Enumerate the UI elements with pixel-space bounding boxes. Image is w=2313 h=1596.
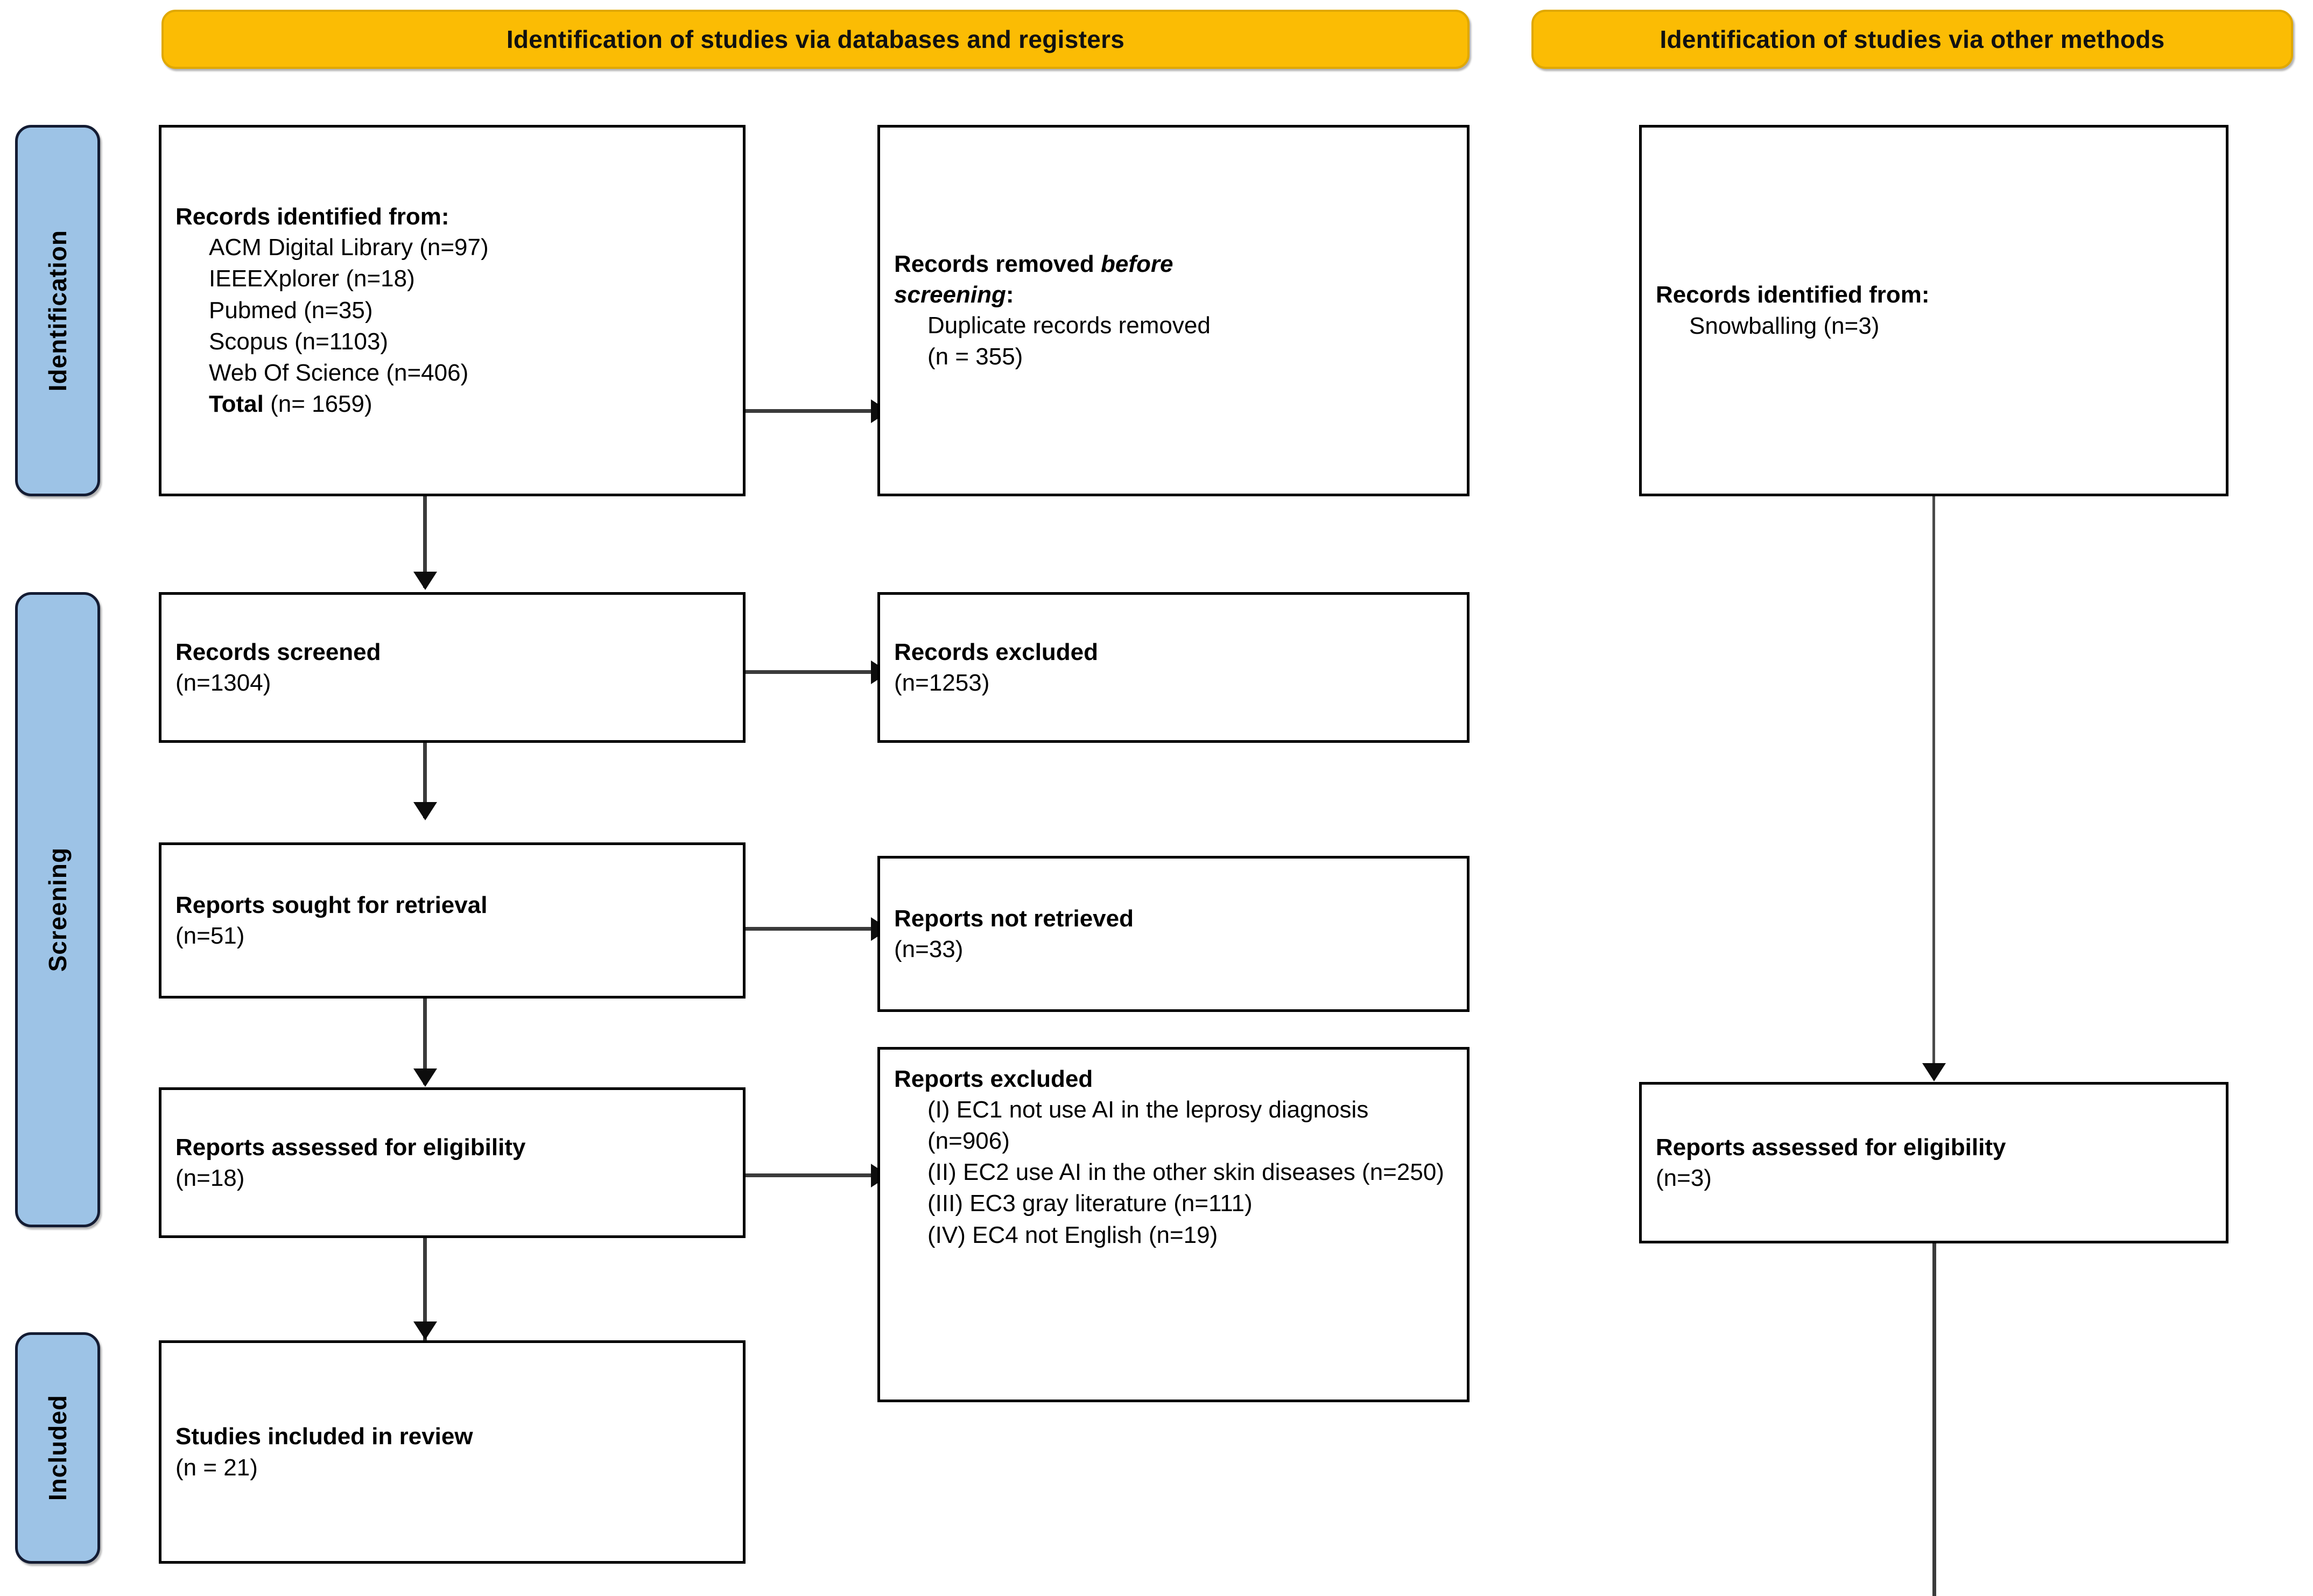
phase-header-databases-label: Identification of studies via databases … — [506, 25, 1125, 53]
exclusion-reason: (IV) EC4 not English (n=19) — [927, 1221, 1218, 1248]
connector-screened-to-sought — [423, 743, 427, 818]
reports-excluded-title: Reports excluded — [894, 1066, 1093, 1092]
source-item: IEEEXplorer (n=18) — [209, 265, 415, 292]
box-records-excluded: Records excluded (n=1253) — [877, 592, 1470, 743]
connector-screened-to-excluded — [746, 670, 875, 674]
phase-header-databases: Identification of studies via databases … — [161, 10, 1470, 69]
arrowhead-assessed-to-included — [413, 1321, 437, 1340]
box-records-removed: Records removed before screening: Duplic… — [877, 125, 1470, 496]
other-reports-assessed-count: (n=3) — [1656, 1165, 1712, 1191]
box-other-records-identified: Records identified from: Snowballing (n=… — [1639, 125, 2228, 496]
exclusion-reason: (III) EC3 gray literature (n=111) — [927, 1190, 1253, 1217]
reports-assessed-count: (n=18) — [175, 1165, 245, 1191]
records-removed-detail-2: (n = 355) — [927, 343, 1023, 370]
stage-label-identification: Identification — [15, 125, 100, 496]
other-reports-assessed-title: Reports assessed for eligibility — [1656, 1134, 2006, 1161]
arrowhead-identified-to-screened — [413, 572, 437, 590]
records-excluded-title: Records excluded — [894, 638, 1099, 665]
phase-header-other-methods: Identification of studies via other meth… — [1531, 10, 2293, 69]
box-reports-not-retrieved: Reports not retrieved (n=33) — [877, 856, 1470, 1012]
connector-assessed-to-reports-excluded — [746, 1173, 875, 1177]
studies-included-title: Studies included in review — [175, 1423, 473, 1450]
connector-identified-to-removed — [746, 409, 875, 413]
box-reports-assessed: Reports assessed for eligibility (n=18) — [159, 1087, 746, 1238]
exclusion-reason: (II) EC2 use AI in the other skin diseas… — [927, 1159, 1444, 1186]
connector-identified-to-screened — [423, 496, 427, 588]
reports-not-retrieved-count: (n=33) — [894, 936, 964, 962]
other-records-identified-title: Records identified from: — [1656, 282, 1930, 308]
exclusion-reason: (I) EC1 not use AI in the leprosy diagno… — [927, 1096, 1369, 1155]
phase-header-other-methods-label: Identification of studies via other meth… — [1660, 25, 2165, 53]
box-records-screened: Records screened (n=1304) — [159, 592, 746, 743]
source-item: Scopus (n=1103) — [209, 328, 389, 355]
reports-not-retrieved-title: Reports not retrieved — [894, 905, 1134, 932]
connector-sought-to-assessed — [423, 999, 427, 1085]
records-removed-title-2: screening: — [894, 281, 1014, 308]
arrowhead-screened-to-sought — [413, 802, 437, 820]
records-excluded-count: (n=1253) — [894, 670, 990, 696]
reports-sought-title: Reports sought for retrieval — [175, 891, 488, 918]
arrowhead-sought-to-assessed — [413, 1068, 437, 1087]
connector-other-eligibility-down — [1932, 1243, 1936, 1596]
arrowhead-other-identified-to-eligibility — [1922, 1063, 1946, 1081]
connector-sought-to-not-retrieved — [746, 927, 875, 931]
source-item: Web Of Science (n=406) — [209, 359, 469, 386]
source-total: Total (n= 1659) — [209, 390, 372, 417]
reports-sought-count: (n=51) — [175, 923, 245, 949]
connector-other-identified-to-eligibility — [1932, 496, 1935, 1078]
source-item: Pubmed (n=35) — [209, 297, 373, 324]
records-identified-title: Records identified from: — [175, 203, 449, 230]
connector-assessed-to-included — [423, 1238, 427, 1340]
stage-label-identification-text: Identification — [44, 229, 72, 392]
source-item: ACM Digital Library (n=97) — [209, 234, 489, 261]
records-removed-title: Records removed before — [894, 250, 1173, 277]
records-removed-detail-1: Duplicate records removed — [927, 312, 1211, 339]
records-screened-count: (n=1304) — [175, 670, 271, 696]
box-other-reports-assessed: Reports assessed for eligibility (n=3) — [1639, 1082, 2228, 1243]
reports-assessed-title: Reports assessed for eligibility — [175, 1134, 526, 1161]
box-studies-included: Studies included in review (n = 21) — [159, 1340, 746, 1564]
stage-label-screening-text: Screening — [44, 847, 72, 972]
box-records-identified: Records identified from: ACM Digital Lib… — [159, 125, 746, 496]
box-reports-excluded: Reports excluded (I) EC1 not use AI in t… — [877, 1047, 1470, 1402]
stage-label-included: Included — [15, 1332, 100, 1564]
box-reports-sought: Reports sought for retrieval (n=51) — [159, 842, 746, 999]
stage-label-included-text: Included — [44, 1395, 72, 1501]
records-screened-title: Records screened — [175, 638, 381, 665]
studies-included-count: (n = 21) — [175, 1454, 258, 1481]
stage-label-screening: Screening — [15, 592, 100, 1227]
other-records-identified-detail: Snowballing (n=3) — [1689, 312, 1880, 339]
